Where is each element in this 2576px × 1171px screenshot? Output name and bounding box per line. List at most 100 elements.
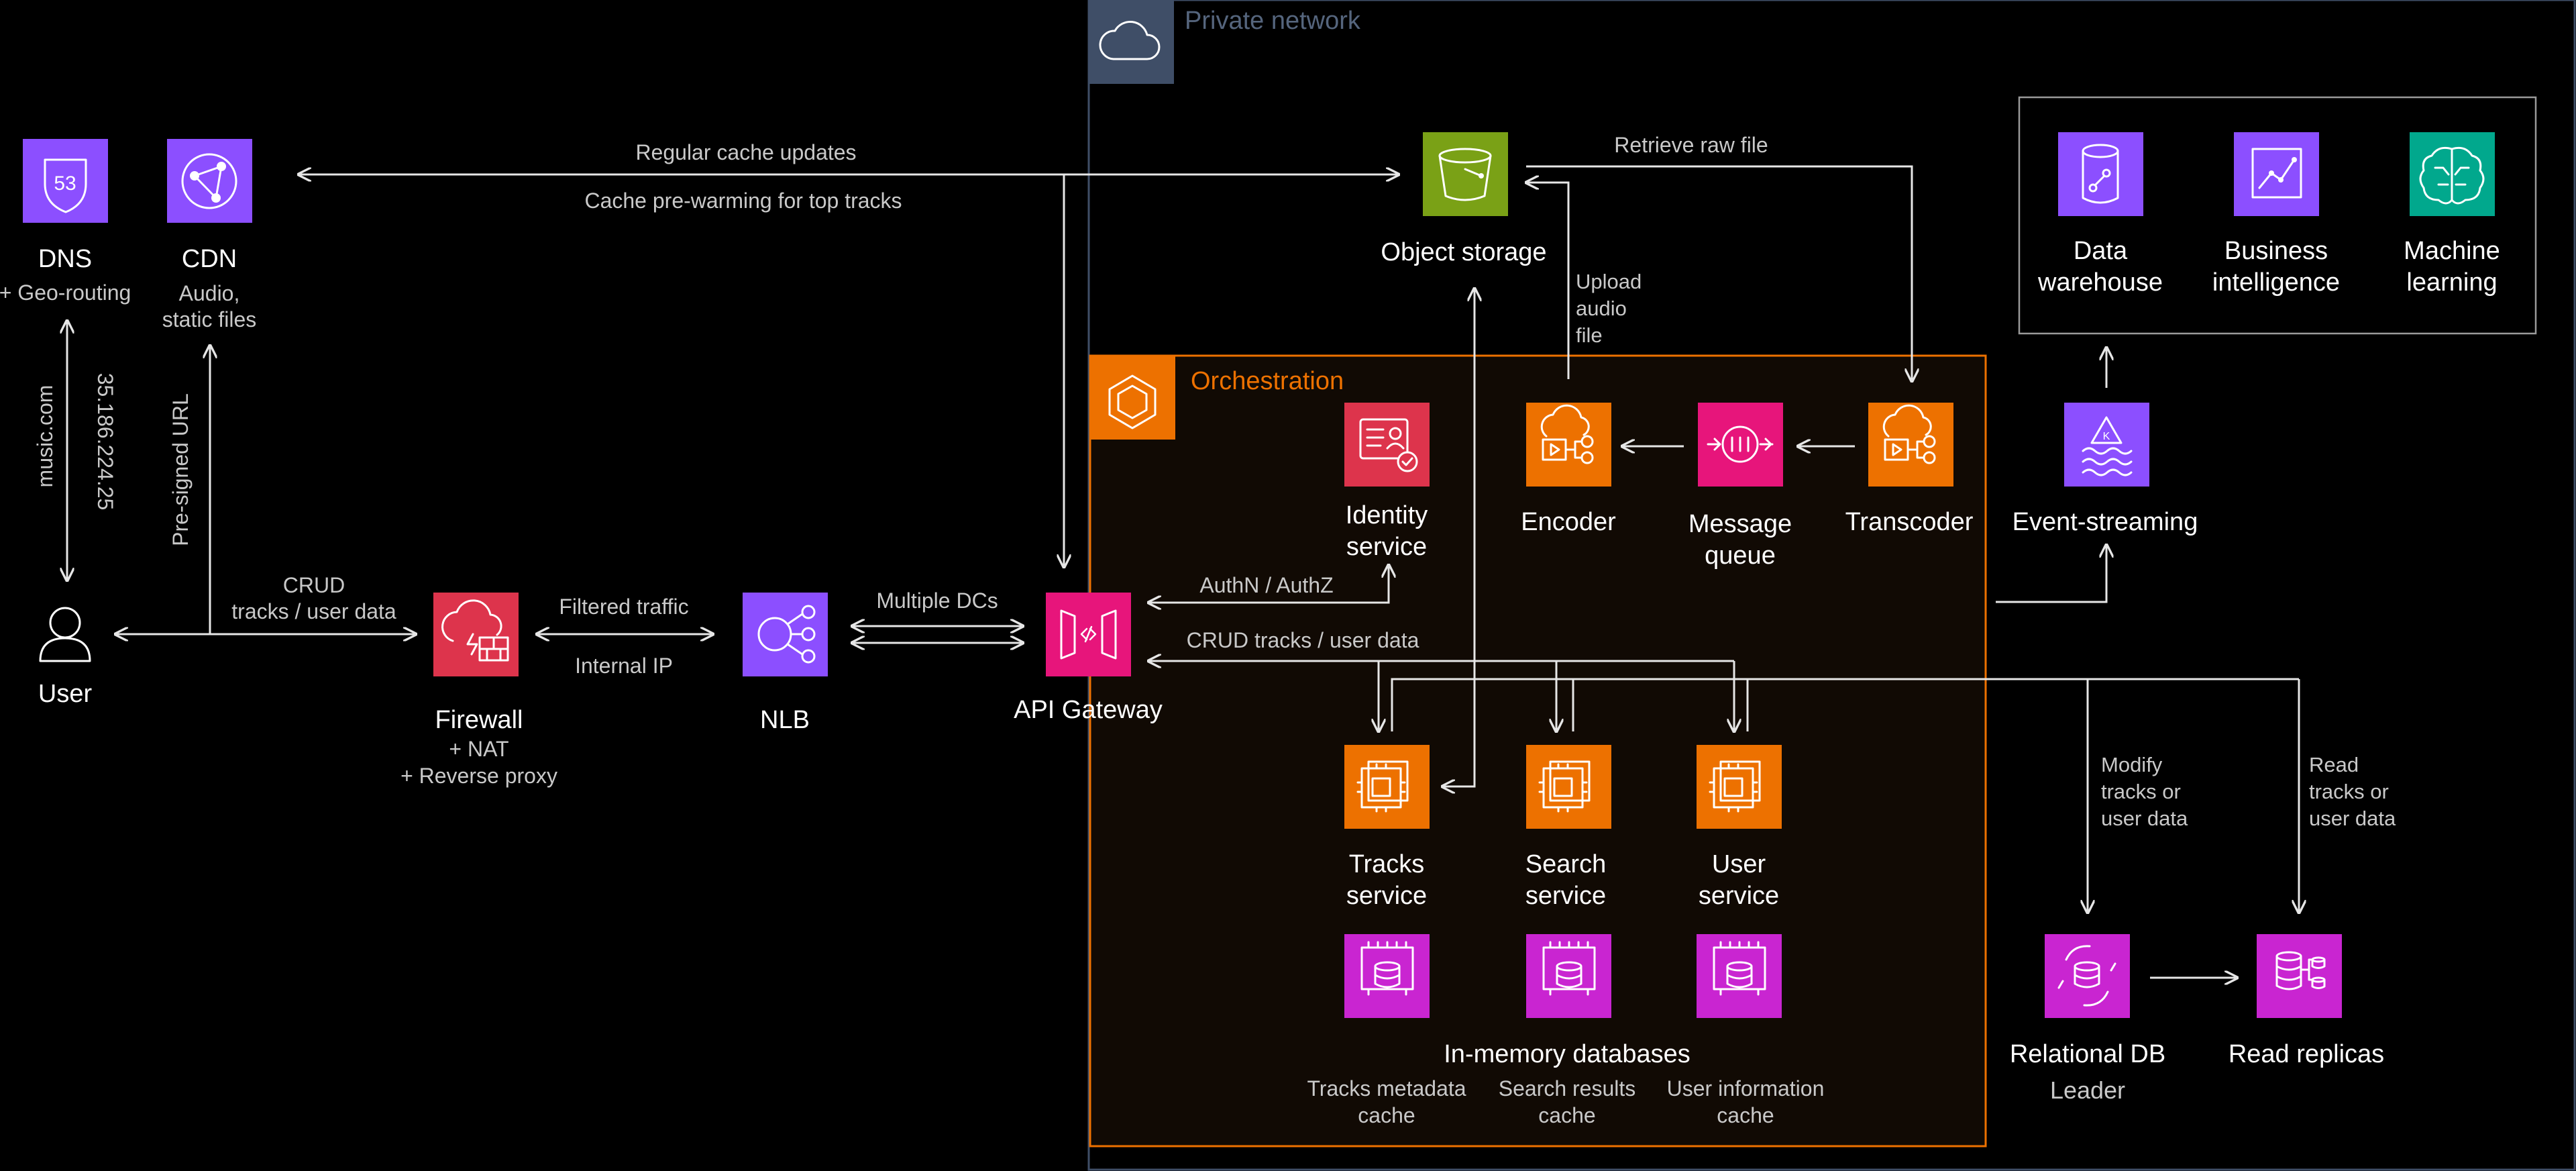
tracks-cache-node[interactable] (1344, 934, 1430, 1018)
firewall-sub-1: + NAT (449, 737, 508, 761)
edge-label-crud-1: CRUD (283, 573, 345, 597)
transcoder-node[interactable]: Transcoder (1845, 403, 1974, 536)
business-intelligence-node[interactable]: Business intelligence (2212, 132, 2340, 297)
tracks-service-node[interactable]: Tracks service (1344, 745, 1430, 910)
edge-label-read-3: user data (2309, 807, 2396, 830)
cache-label-tracks-2: cache (1358, 1103, 1415, 1127)
brain-icon (2419, 146, 2485, 205)
message-queue-label-2: queue (1705, 542, 1776, 570)
edge-label-modify-3: user data (2101, 807, 2188, 830)
encoder-label: Encoder (1521, 508, 1616, 536)
api-gateway-label: API Gateway (1014, 696, 1163, 724)
bucket-icon (1438, 148, 1492, 201)
identity-label-2: service (1346, 533, 1427, 561)
user-label: User (38, 680, 93, 708)
route53-icon: 53 (44, 158, 87, 213)
tracks-label-2: service (1346, 882, 1427, 910)
nlb-label: NLB (760, 706, 810, 734)
tracks-label-1: Tracks (1349, 850, 1425, 878)
firewall-sub-2: + Reverse proxy (400, 764, 557, 788)
relational-db-sub: Leader (2050, 1076, 2125, 1104)
relational-db-node[interactable]: Relational DB Leader (2010, 934, 2165, 1104)
cache-label-tracks-1: Tracks metadata (1307, 1076, 1466, 1101)
edge-label-modify-1: Modify (2101, 753, 2163, 776)
dns-node[interactable]: 53 DNS + Geo-routing (0, 139, 131, 305)
svg-text:53: 53 (54, 172, 76, 195)
edge-label-multiple-dcs: Multiple DCs (876, 589, 998, 613)
memory-db-icon (1713, 941, 1766, 996)
search-label-2: service (1525, 882, 1606, 910)
user-service-node[interactable]: User service (1697, 745, 1782, 910)
cdn-node[interactable]: CDN Audio, static files (162, 139, 256, 332)
transcoder-label: Transcoder (1845, 508, 1974, 536)
orchestration-label: Orchestration (1191, 367, 1344, 395)
edge-upload-audio (1526, 183, 1570, 379)
edge-label-modify-2: tracks or (2101, 780, 2181, 803)
replicas-icon (2275, 951, 2326, 990)
edge-label-regular-cache-updates: Regular cache updates (635, 140, 856, 164)
user-cache-node[interactable] (1697, 934, 1782, 1018)
cache-label-user-1: User information (1667, 1076, 1825, 1101)
user-service-label-1: User (1712, 850, 1766, 878)
edge-label-upload-1: Upload (1576, 270, 1642, 293)
bi-chart-icon (2251, 148, 2302, 199)
edge-label-music-com: music.com (33, 385, 57, 488)
edge-tracks-storage (1442, 289, 1476, 786)
load-balancer-icon (757, 605, 816, 664)
edges: Regular cache updates Cache pre-warming … (33, 133, 2396, 978)
read-replicas-node[interactable]: Read replicas (2229, 934, 2384, 1068)
private-network-label: Private network (1185, 7, 1361, 35)
cloud-icon (1099, 20, 1161, 60)
edge-label-read-1: Read (2309, 753, 2359, 776)
identity-service-node[interactable]: Identity service (1344, 403, 1430, 561)
firewall-label: Firewall (435, 706, 523, 734)
api-gateway-node[interactable]: API Gateway (1014, 593, 1163, 724)
machine-learning-label-1: Machine (2404, 237, 2500, 265)
data-warehouse-label-2: warehouse (2037, 268, 2163, 297)
edge-label-upload-3: file (1576, 323, 1603, 347)
edge-label-cache-prewarming: Cache pre-warming for top tracks (584, 189, 902, 213)
user-icon (39, 607, 91, 662)
message-queue-node[interactable]: Message queue (1688, 403, 1792, 570)
read-replicas-label: Read replicas (2229, 1040, 2384, 1068)
chip-icon (1538, 760, 1591, 813)
identity-icon (1359, 418, 1418, 472)
edge-services-bus (1391, 678, 2299, 731)
object-storage-node[interactable]: Object storage (1381, 132, 1547, 266)
cache-label-user-2: cache (1717, 1103, 1774, 1127)
transcoder-icon (1882, 404, 1936, 464)
nlb-node[interactable]: NLB (743, 593, 828, 734)
stream-icon: K (2082, 416, 2133, 476)
edge-gateway-identity (1148, 565, 1389, 603)
edge-label-read-2: tracks or (2309, 780, 2389, 803)
identity-label-1: Identity (1346, 501, 1428, 529)
firewall-node[interactable]: Firewall + NAT + Reverse proxy (400, 593, 557, 788)
encoder-node[interactable]: Encoder (1521, 403, 1616, 536)
search-cache-node[interactable] (1526, 934, 1611, 1018)
message-queue-label-1: Message (1688, 510, 1792, 538)
edge-label-internal-ip: Internal IP (575, 654, 673, 678)
dns-label: DNS (38, 245, 92, 273)
event-streaming-node[interactable]: K Event-streaming (2012, 403, 2198, 536)
data-warehouse-label-1: Data (2074, 237, 2128, 265)
analytics-group (2018, 96, 2537, 335)
search-service-node[interactable]: Search service (1525, 745, 1611, 910)
user-node[interactable]: User (38, 607, 93, 708)
cache-label-search-2: cache (1538, 1103, 1595, 1127)
edge-orch-stream (1996, 545, 2106, 603)
cache-label-search-1: Search results (1499, 1076, 1636, 1101)
edge-label-pre-signed-url: Pre-signed URL (168, 393, 193, 546)
cdn-label: CDN (182, 245, 237, 273)
business-intelligence-label-1: Business (2224, 237, 2328, 265)
business-intelligence-label-2: intelligence (2212, 268, 2340, 297)
edge-label-crud-2: tracks / user data (231, 599, 396, 623)
edge-label-upload-2: audio (1576, 297, 1627, 320)
firewall-icon (441, 599, 509, 662)
machine-learning-node[interactable]: Machine learning (2404, 132, 2500, 297)
data-warehouse-node[interactable]: Data warehouse (2037, 132, 2163, 297)
memory-db-icon (1542, 941, 1596, 996)
edge-label-retrieve-raw-file: Retrieve raw file (1614, 133, 1768, 157)
database-icon (2057, 945, 2116, 1007)
edge-label-crud-api: CRUD tracks / user data (1187, 628, 1419, 652)
